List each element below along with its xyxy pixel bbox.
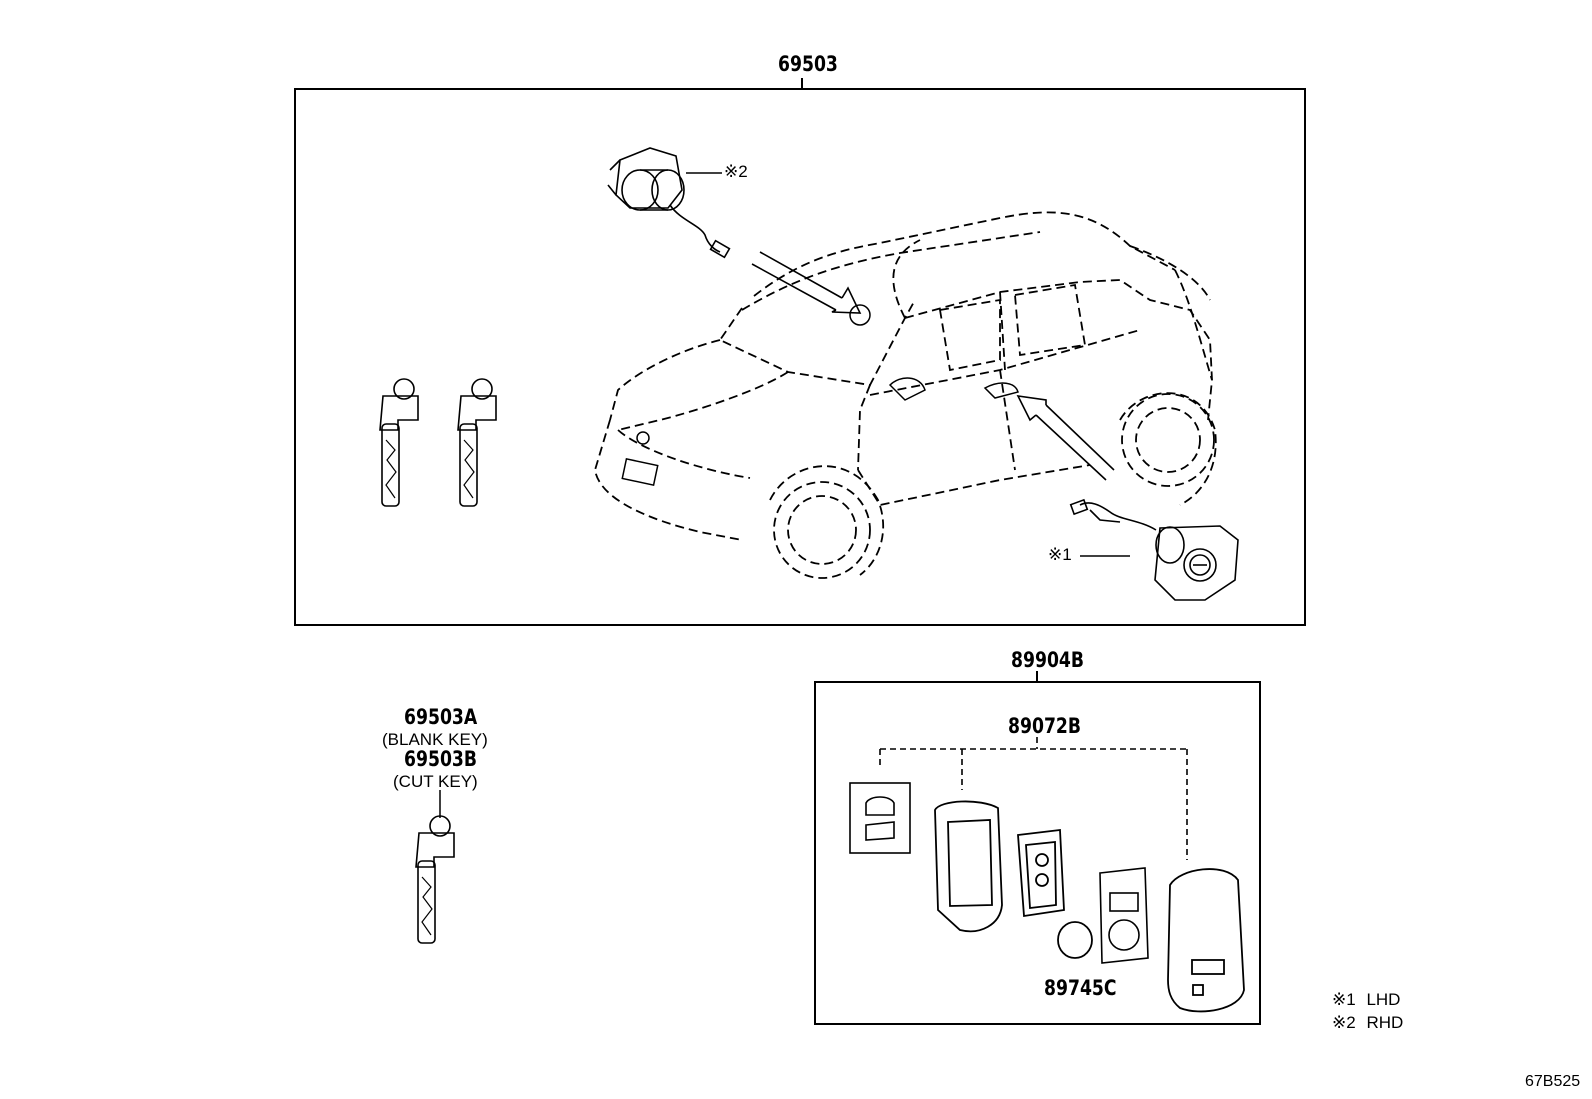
location-arrows bbox=[751, 251, 1115, 481]
shield-plate bbox=[1099, 867, 1149, 964]
rear-cover bbox=[1167, 868, 1245, 1013]
case-part-number: 89072B bbox=[1008, 714, 1082, 738]
legend: ※1 LHD ※2 RHD bbox=[1332, 990, 1403, 1036]
circuit-board bbox=[1017, 828, 1065, 918]
legend-text: RHD bbox=[1366, 1013, 1404, 1032]
battery-part-number: 89745C bbox=[1044, 976, 1117, 1000]
key-left bbox=[379, 378, 419, 507]
case-frame bbox=[934, 800, 1003, 933]
remote-part-number: 89904B bbox=[1011, 648, 1085, 672]
cut-key-description: (CUT KEY) bbox=[393, 772, 478, 791]
legend-item: ※1 LHD bbox=[1332, 990, 1403, 1013]
legend-mark: ※2 bbox=[1332, 1013, 1356, 1032]
legend-mark: ※1 bbox=[1332, 990, 1356, 1009]
blank-key-description: (BLANK KEY) bbox=[382, 730, 488, 749]
cut-key-part-number: 69503B bbox=[404, 747, 478, 771]
assembly-frame bbox=[294, 88, 1306, 626]
rhd-callout: ※2 bbox=[724, 162, 748, 181]
lhd-callout: ※1 bbox=[1048, 545, 1072, 564]
rhd-lock-cylinder bbox=[607, 147, 731, 259]
blank-key-part-number: 69503A bbox=[404, 705, 478, 729]
case-bracket bbox=[879, 737, 1188, 860]
diagram-id: 67B525 bbox=[1525, 1073, 1581, 1090]
vehicle-illustration bbox=[594, 211, 1217, 579]
key-right bbox=[457, 378, 497, 507]
emblem-part bbox=[849, 782, 911, 854]
lhd-lock-cylinder bbox=[1069, 498, 1239, 601]
assembly-part-number: 69503 bbox=[778, 52, 838, 76]
key-single bbox=[415, 815, 455, 944]
legend-text: LHD bbox=[1366, 990, 1401, 1009]
legend-item: ※2 RHD bbox=[1332, 1013, 1403, 1036]
battery-89745c bbox=[1057, 921, 1093, 959]
